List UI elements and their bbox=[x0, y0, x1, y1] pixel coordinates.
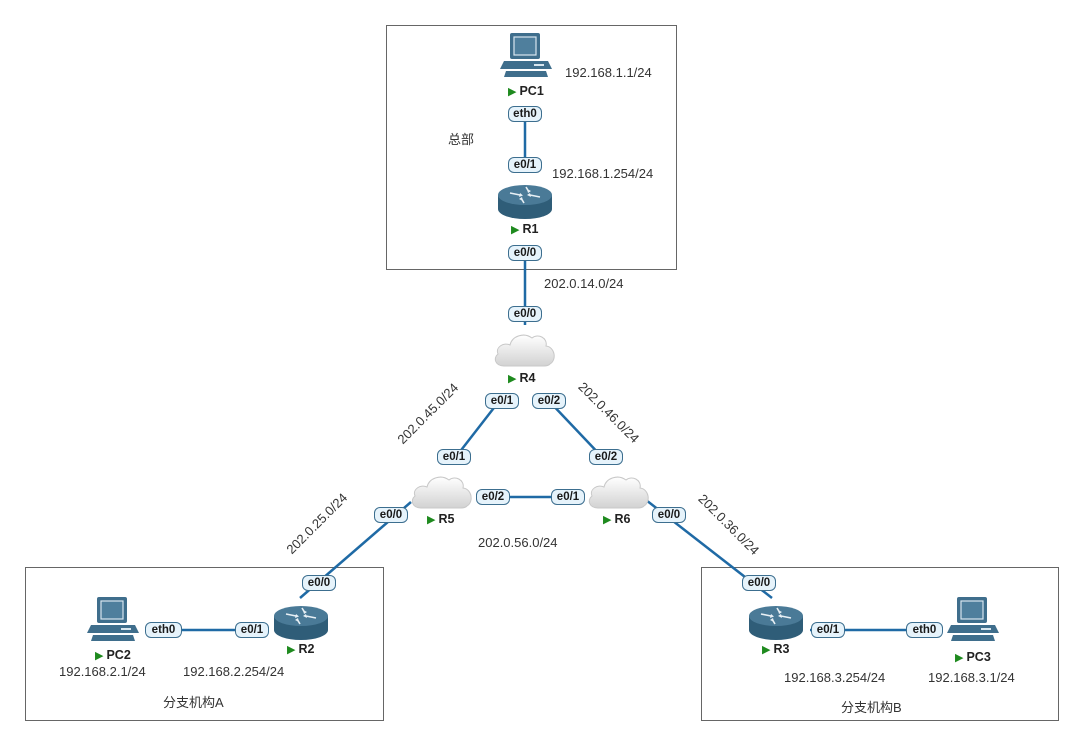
r1-ip-label: 192.168.1.254/24 bbox=[552, 166, 654, 181]
pc-icon bbox=[500, 33, 552, 77]
running-icon: ▶ bbox=[95, 650, 104, 662]
port-r4-e0-2[interactable]: e0/2 bbox=[532, 393, 566, 409]
area-label-hq: 总部 bbox=[448, 132, 475, 147]
area-box-hq bbox=[386, 25, 677, 270]
port-r3-e0-1[interactable]: e0/1 bbox=[811, 622, 845, 638]
r6-name-label: ▶R6 bbox=[603, 512, 631, 526]
cloud-icon bbox=[494, 334, 555, 367]
area-label-branch-a: 分支机构A bbox=[163, 695, 224, 710]
r2-name-label: ▶R2 bbox=[287, 642, 315, 656]
pc1-name-label: ▶PC1 bbox=[508, 84, 544, 98]
network-label-r5-r6: 202.0.56.0/24 bbox=[478, 535, 558, 550]
cloud-icon bbox=[588, 476, 649, 509]
pc3-name-label: ▶PC3 bbox=[955, 650, 991, 664]
port-r6-e0-0[interactable]: e0/0 bbox=[652, 507, 686, 523]
pc1[interactable] bbox=[498, 31, 554, 81]
port-r6-e0-2[interactable]: e0/2 bbox=[589, 449, 623, 465]
port-r1-e0-0[interactable]: e0/0 bbox=[508, 245, 542, 261]
port-r6-e0-1[interactable]: e0/1 bbox=[551, 489, 585, 505]
running-icon: ▶ bbox=[427, 514, 436, 526]
port-pc1-eth0[interactable]: eth0 bbox=[508, 106, 542, 122]
running-icon: ▶ bbox=[762, 644, 771, 656]
pc2-name-label: ▶PC2 bbox=[95, 648, 131, 662]
router-icon bbox=[274, 606, 328, 640]
running-icon: ▶ bbox=[508, 86, 517, 98]
router-icon bbox=[498, 185, 552, 219]
link-r4-r6 bbox=[547, 399, 604, 459]
port-pc2-eth0[interactable]: eth0 bbox=[145, 622, 182, 638]
pc3[interactable] bbox=[945, 595, 1001, 645]
pc1-ip-label: 192.168.1.1/24 bbox=[565, 65, 652, 80]
r3-ip-label: 192.168.3.254/24 bbox=[784, 670, 886, 685]
port-r4-e0-0[interactable]: e0/0 bbox=[508, 306, 542, 322]
r4[interactable] bbox=[492, 330, 558, 368]
r5-name-label: ▶R5 bbox=[427, 512, 455, 526]
network-label-r1-r4: 202.0.14.0/24 bbox=[544, 276, 624, 291]
pc2[interactable] bbox=[85, 595, 141, 645]
port-r3-e0-0[interactable]: e0/0 bbox=[742, 575, 776, 591]
r2-ip-label: 192.168.2.254/24 bbox=[183, 664, 285, 679]
running-icon: ▶ bbox=[508, 373, 517, 385]
port-r5-e0-1[interactable]: e0/1 bbox=[437, 449, 471, 465]
running-icon: ▶ bbox=[603, 514, 612, 526]
area-label-branch-b: 分支机构B bbox=[841, 700, 902, 715]
r3-name-label: ▶R3 bbox=[762, 642, 790, 656]
pc-icon bbox=[87, 597, 139, 641]
pc-icon bbox=[947, 597, 999, 641]
r3[interactable] bbox=[747, 604, 805, 642]
running-icon: ▶ bbox=[955, 652, 964, 664]
port-r5-e0-0[interactable]: e0/0 bbox=[374, 507, 408, 523]
area-box-branch-a bbox=[25, 567, 384, 721]
cloud-icon bbox=[411, 476, 472, 509]
port-r5-e0-2[interactable]: e0/2 bbox=[476, 489, 510, 505]
port-r2-e0-0[interactable]: e0/0 bbox=[302, 575, 336, 591]
r2[interactable] bbox=[272, 604, 330, 642]
pc3-ip-label: 192.168.3.1/24 bbox=[928, 670, 1015, 685]
r4-name-label: ▶R4 bbox=[508, 371, 536, 385]
running-icon: ▶ bbox=[287, 644, 296, 656]
r5[interactable] bbox=[409, 472, 475, 510]
running-icon: ▶ bbox=[511, 224, 520, 236]
port-pc3-eth0[interactable]: eth0 bbox=[906, 622, 943, 638]
pc2-ip-label: 192.168.2.1/24 bbox=[59, 664, 146, 679]
port-r1-e0-1[interactable]: e0/1 bbox=[508, 157, 542, 173]
area-box-branch-b bbox=[701, 567, 1059, 721]
router-icon bbox=[749, 606, 803, 640]
r6[interactable] bbox=[586, 472, 652, 510]
port-r2-e0-1[interactable]: e0/1 bbox=[235, 622, 269, 638]
r1-name-label: ▶R1 bbox=[511, 222, 539, 236]
r1[interactable] bbox=[496, 183, 554, 221]
port-r4-e0-1[interactable]: e0/1 bbox=[485, 393, 519, 409]
link-r4-r5 bbox=[454, 399, 501, 459]
